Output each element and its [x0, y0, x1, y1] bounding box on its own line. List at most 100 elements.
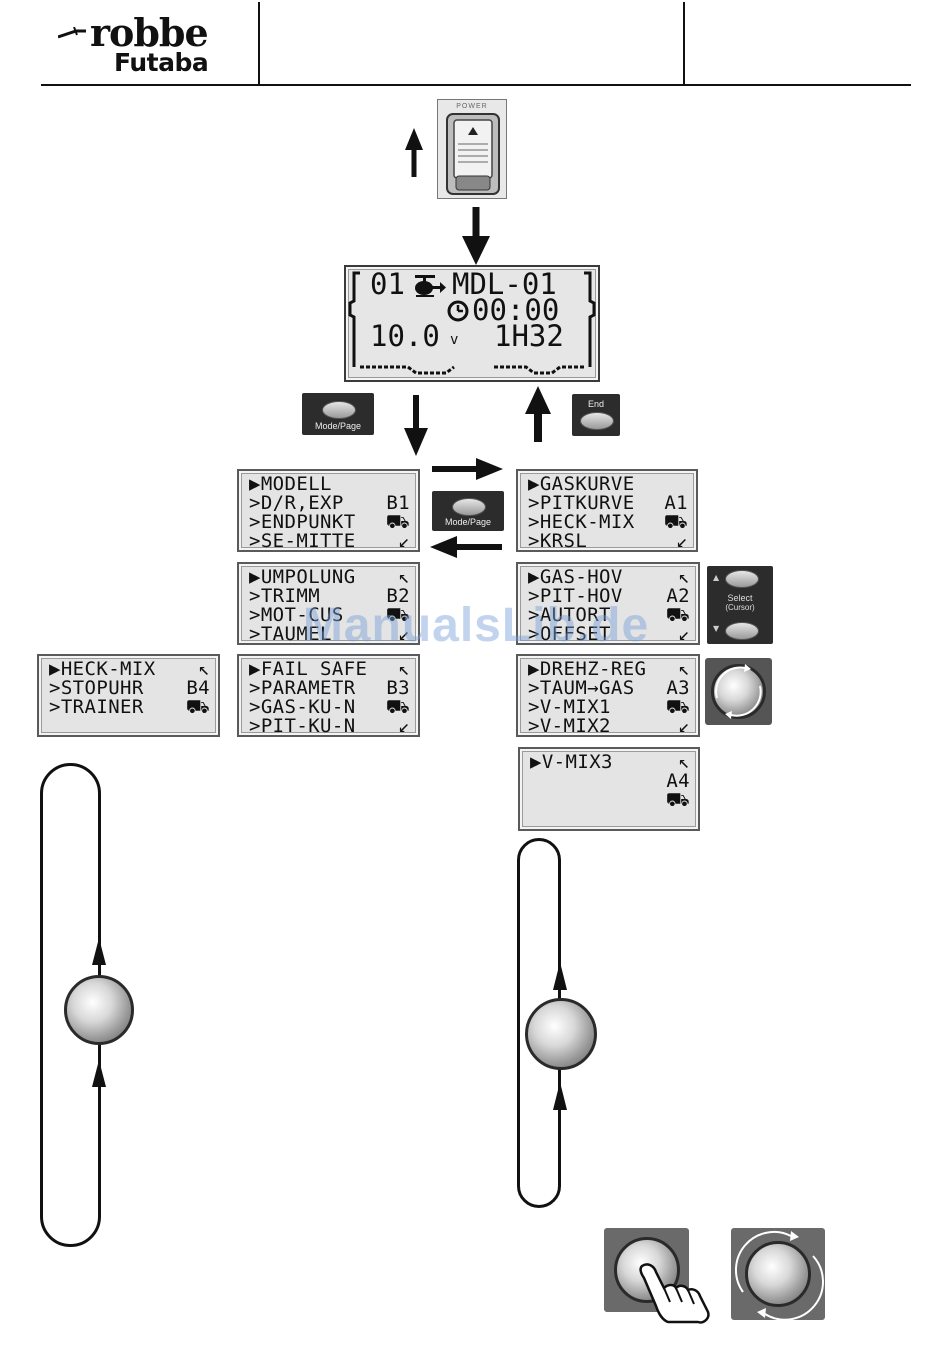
menu-item[interactable]: >PIT-KU-N	[249, 715, 356, 737]
mode-page-label: Mode/Page	[444, 517, 492, 527]
arrow-up-left-icon: ↖	[398, 658, 410, 680]
arrow-up-left-icon: ↖	[198, 658, 210, 680]
brand-futaba: Futaba	[114, 48, 209, 77]
knob-icon[interactable]	[64, 975, 134, 1045]
menu-item[interactable]: >KRSL	[528, 530, 588, 552]
arrow-up-icon	[405, 128, 423, 177]
menu-item[interactable]: ▶MODELL	[249, 473, 332, 495]
menu-item[interactable]: >ENDPUNKT	[249, 511, 356, 533]
menu-b1: ▶MODELL >D/R,EXP B1 >ENDPUNKT ⛟ >SE-MITTE ↙	[237, 469, 420, 552]
watermark: ManualsLib.de	[302, 599, 650, 652]
menu-item[interactable]: >TRAINER	[49, 696, 144, 718]
menu-b4: ▶HECK-MIX ↖ >STOPUHR B4 >TRAINER ⛟	[37, 654, 220, 737]
arrow-up-left-icon: ↖	[678, 658, 690, 680]
model-number: 01	[370, 267, 405, 301]
model-name: MDL-01	[452, 267, 557, 301]
menu-item[interactable]: >OFFSET	[528, 623, 611, 645]
arrow-down-left-icon: ↙	[398, 530, 410, 552]
arrow-up-icon	[525, 386, 551, 442]
clock-icon	[447, 300, 469, 322]
helicopter-icon: ⛟	[385, 696, 410, 718]
menu-item[interactable]: ▶GAS-HOV	[528, 566, 623, 588]
cursor-down-icon: ▼	[713, 624, 720, 633]
arrow-up-left-icon: ↖	[678, 751, 690, 773]
menu-item[interactable]: ▶GASKURVE	[528, 473, 635, 495]
arrow-down-icon	[462, 207, 490, 265]
timer: 00:00	[472, 293, 560, 327]
menu-item[interactable]: ▶FAIL SAFE	[249, 658, 368, 680]
end-button[interactable]: End	[572, 394, 620, 436]
rotate-arrows-icon	[715, 664, 762, 719]
menu-item[interactable]: >MOT-CUS	[249, 604, 344, 626]
power-switch[interactable]: POWER	[437, 99, 507, 199]
page-code: A2	[666, 585, 690, 607]
arrow-up-left-icon: ↖	[398, 566, 410, 588]
header-divider-2	[683, 2, 685, 84]
hand-press-icon	[639, 1263, 710, 1324]
power-slider-icon	[446, 113, 500, 195]
knob-icon	[711, 664, 766, 719]
arrow-down-icon	[404, 395, 428, 456]
brand-robbe: robbe	[90, 10, 209, 55]
arrow-down-left-icon: ↙	[678, 623, 690, 645]
page-code: A3	[666, 677, 690, 699]
menu-item[interactable]: >GAS-KU-N	[249, 696, 356, 718]
page-code: B1	[386, 492, 410, 514]
arrow-down-left-icon: ↙	[398, 715, 410, 737]
rotary-knob[interactable]	[705, 658, 772, 725]
menu-item[interactable]: >AUTORT	[528, 604, 611, 626]
knob-icon[interactable]	[525, 998, 597, 1070]
menu-item[interactable]: >TRIMM	[249, 585, 321, 607]
menu-item[interactable]: >PITKURVE	[528, 492, 635, 514]
helicopter-icon: ⛟	[665, 604, 690, 626]
helicopter-icon: ⛟	[185, 696, 210, 718]
menu-item[interactable]: ▶V-MIX3	[530, 751, 613, 773]
arrow-down-left-icon: ↙	[678, 715, 690, 737]
page-code: B3	[386, 677, 410, 699]
voltage: 10.0	[370, 319, 440, 353]
helicopter-icon: ⛟	[385, 604, 410, 626]
cursor-label: (Cursor)	[725, 603, 755, 612]
time-counter: 1H32	[494, 319, 564, 353]
menu-item[interactable]: >TAUM→GAS	[528, 677, 635, 699]
menu-b3: ▶FAIL SAFE ↖ >PARAMETR B3 >GAS-KU-N ⛟ >PIT-…	[237, 654, 420, 737]
knob-rotate[interactable]	[731, 1228, 825, 1320]
page-code: A1	[664, 492, 688, 514]
main-display: 01 MDL-01 00:00 10.0 v 1H32	[344, 265, 600, 382]
helicopter-icon: ⛟	[665, 696, 690, 718]
menu-item[interactable]: >PIT-HOV	[528, 585, 623, 607]
menu-item[interactable]: >TAUMEL	[249, 623, 332, 645]
menu-item[interactable]: >D/R,EXP	[249, 492, 344, 514]
menu-item[interactable]: >SE-MITTE	[249, 530, 356, 552]
helicopter-icon	[415, 275, 446, 297]
menu-b2: ▶UMPOLUNG ↖ >TRIMM B2 >MOT-CUS ⛟ >TAUMEL ↙	[237, 562, 420, 645]
select-cursor-button[interactable]: ▲ Select (Cursor) ▼	[707, 566, 773, 644]
helicopter-icon: ⛟	[663, 511, 688, 533]
page-code: B4	[186, 677, 210, 699]
knob-press[interactable]	[604, 1228, 710, 1324]
header-divider-1	[258, 2, 260, 84]
header-rule	[41, 84, 911, 86]
menu-a3: ▶DREHZ-REG ↖ >TAUM→GAS A3 >V-MIX1 ⛟ >V-MIX2…	[516, 654, 700, 737]
menu-item[interactable]: ▶UMPOLUNG	[249, 566, 356, 588]
knob-icon	[745, 1241, 811, 1307]
page-code: A4	[666, 770, 690, 792]
menu-item[interactable]: ▶DREHZ-REG	[528, 658, 647, 680]
rotate-arrows-icon	[734, 1231, 824, 1320]
arrow-down-left-icon: ↙	[398, 623, 410, 645]
mode-page-button[interactable]: Mode/Page	[302, 393, 374, 435]
helicopter-icon: ⛟	[385, 511, 410, 533]
mode-page-button[interactable]: Mode/Page	[432, 491, 504, 531]
menu-item[interactable]: >STOPUHR	[49, 677, 144, 699]
display-frame	[348, 271, 596, 375]
menu-item[interactable]: >V-MIX2	[528, 715, 611, 737]
end-label: End	[587, 399, 604, 409]
page-code: B2	[386, 585, 410, 607]
arrow-right-icon	[432, 458, 503, 480]
menu-item[interactable]: ▶HECK-MIX	[49, 658, 156, 680]
mode-page-label: Mode/Page	[314, 421, 362, 431]
menu-item[interactable]: >HECK-MIX	[528, 511, 635, 533]
menu-item[interactable]: >V-MIX1	[528, 696, 611, 718]
menu-item[interactable]: >PARAMETR	[249, 677, 356, 699]
